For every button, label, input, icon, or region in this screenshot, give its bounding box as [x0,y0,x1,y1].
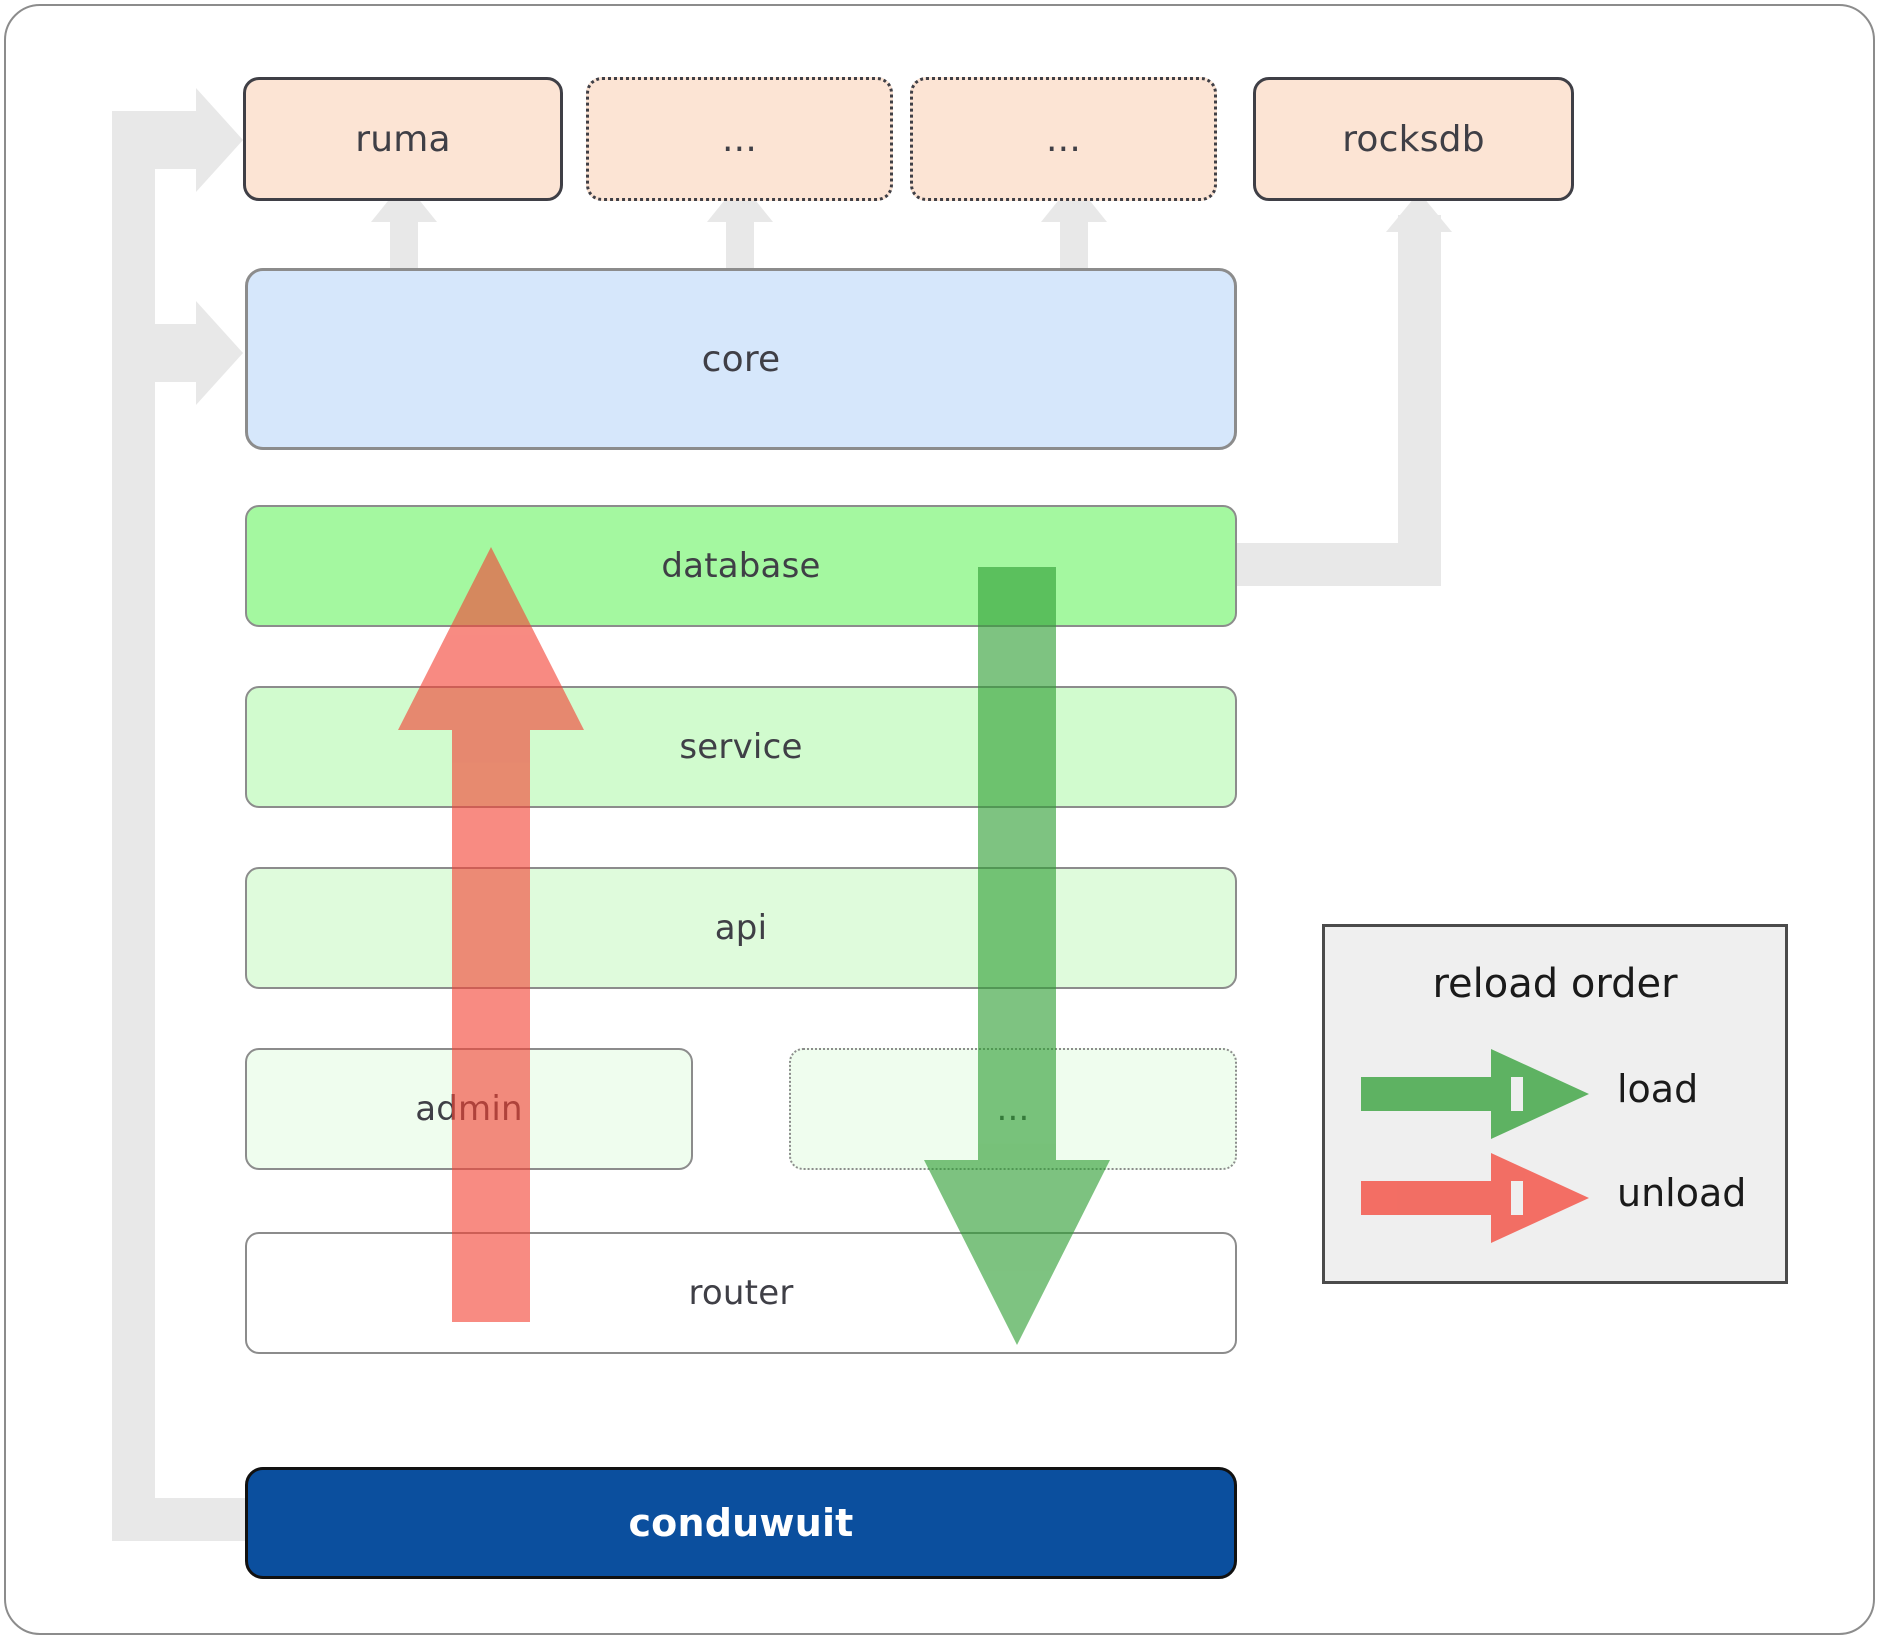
layer-node-router[interactable]: router [245,1232,1237,1354]
legend-panel: reload order load unload [1322,924,1788,1284]
unload-arrow-icon [1361,1153,1589,1243]
legend-item-unload: unload [1325,1153,1785,1243]
legend-item-load: load [1325,1049,1785,1139]
legend-title: reload order [1432,961,1678,1007]
layer-node-database[interactable]: database [245,505,1237,627]
app-node-conduwuit[interactable]: conduwuit [245,1467,1237,1579]
layer-label-dots: ... [996,1089,1030,1129]
dependency-node-ruma[interactable]: ruma [243,77,563,201]
dependency-label-rocksdb: rocksdb [1342,118,1485,160]
load-arrow-icon [1361,1049,1589,1139]
core-label: core [701,338,781,380]
dependency-node-dep2[interactable]: ... [586,77,893,201]
layer-node-api[interactable]: api [245,867,1237,989]
layer-node-service[interactable]: service [245,686,1237,808]
legend-label-unload: unload [1617,1171,1747,1215]
layer-node-admin[interactable]: admin [245,1048,693,1170]
layer-label-service: service [679,727,803,767]
dependency-node-rocksdb[interactable]: rocksdb [1253,77,1574,201]
layer-label-router: router [688,1273,794,1313]
layer-node-dots[interactable]: ... [789,1048,1237,1170]
app-label-conduwuit: conduwuit [628,1501,854,1545]
core-node[interactable]: core [245,268,1237,450]
layer-label-admin: admin [415,1089,523,1129]
diagram-frame [4,4,1875,1635]
legend-label-load: load [1617,1067,1699,1111]
dependency-label-ruma: ruma [355,118,451,160]
layer-label-api: api [714,908,768,948]
dependency-label-dep3: ... [1046,118,1081,160]
layer-label-database: database [661,546,821,586]
dependency-node-dep3[interactable]: ... [910,77,1217,201]
dependency-label-dep2: ... [722,118,757,160]
